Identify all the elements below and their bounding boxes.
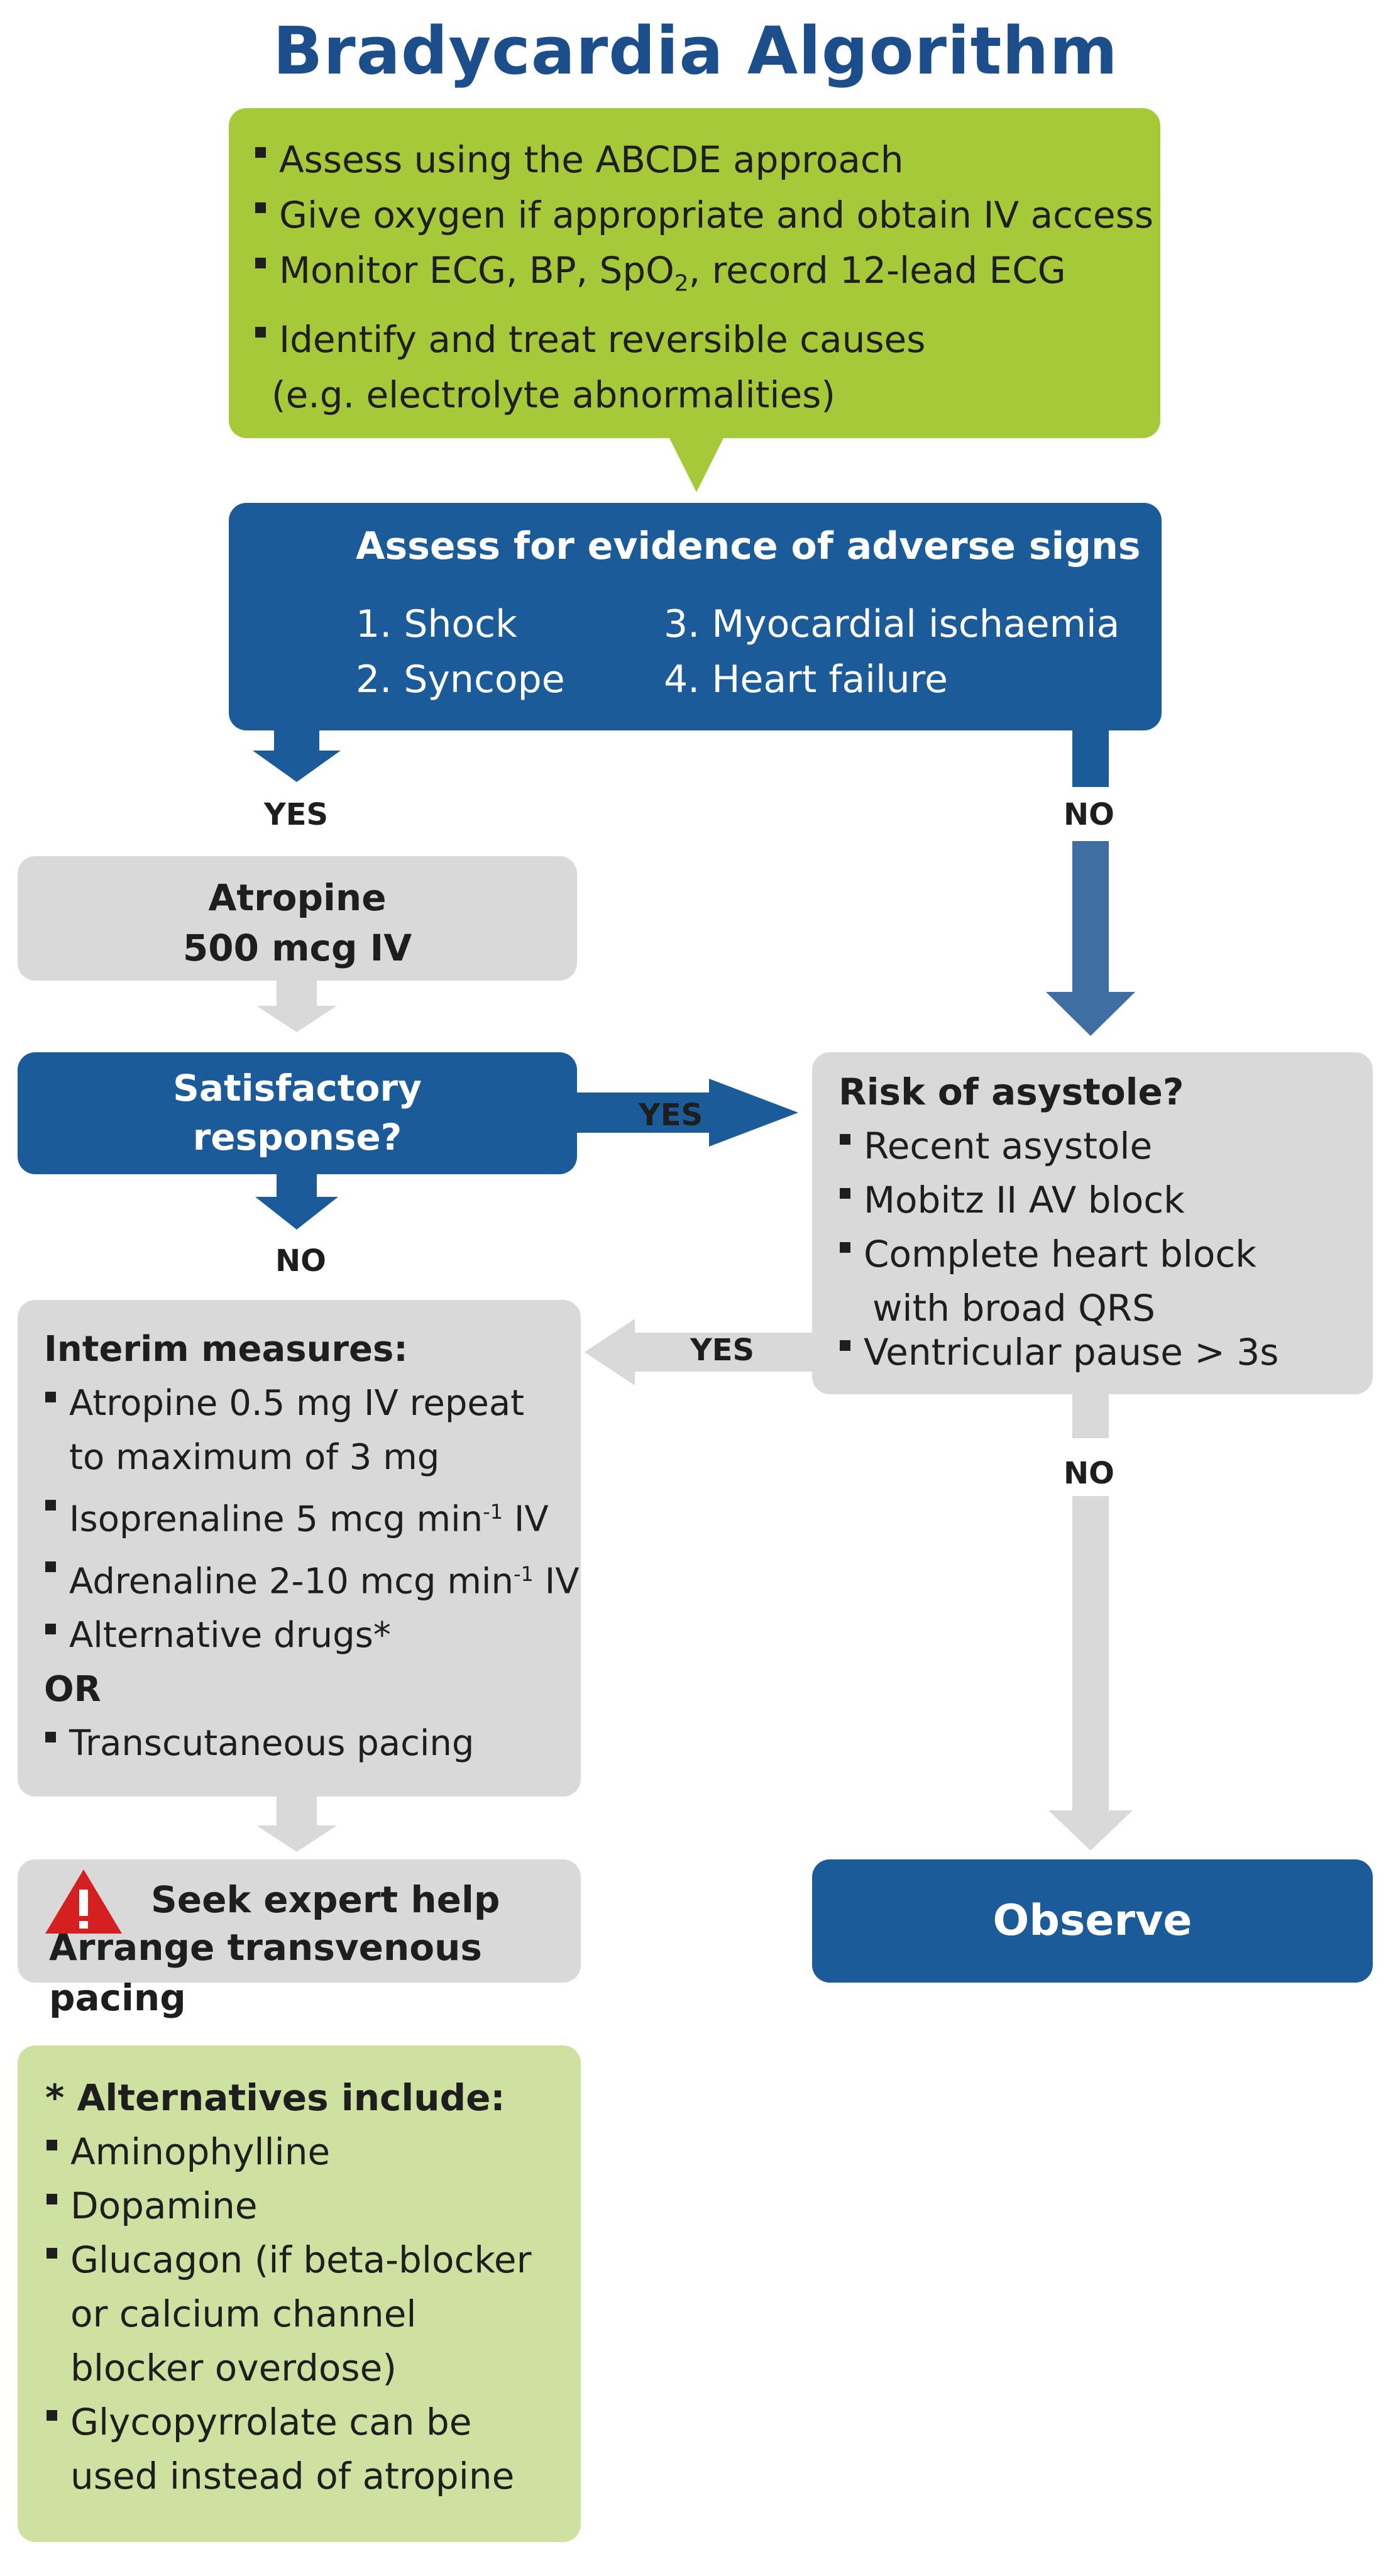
risk-heading: Risk of asystole? <box>838 1071 1184 1113</box>
sign-heart-failure: 4. Heart failure <box>664 658 948 702</box>
adrenaline-route: IV <box>533 1561 580 1602</box>
satisfactory-line1: Satisfactory <box>173 1067 422 1109</box>
list-item: Isoprenaline 5 mcg min-1 IV <box>44 1485 581 1547</box>
list-item: Give oxygen if appropriate and obtain IV… <box>254 187 1160 243</box>
list-item: Ventricular pause > 3s <box>838 1325 1279 1379</box>
interim-pacing-list: Transcutaneous pacing <box>44 1717 581 1771</box>
observe-label: Observe <box>992 1896 1192 1946</box>
list-item: Complete heart block <box>838 1227 1373 1281</box>
list-item: Assess using the ABCDE approach <box>254 132 1160 187</box>
sign-syncope: 2. Syncope <box>356 658 565 702</box>
arrow-yes-to-risk <box>709 1079 798 1147</box>
expert-line1: Seek expert help <box>151 1878 500 1921</box>
list-item: Transcutaneous pacing <box>44 1717 581 1771</box>
initial-assessment-list: Assess using the ABCDE approach Give oxy… <box>254 132 1160 367</box>
isoprenaline-route: IV <box>503 1499 549 1540</box>
risk-of-asystole-box: Risk of asystole? Recent asystole Mobitz… <box>812 1052 1373 1394</box>
atropine-label: Atropine <box>208 876 387 919</box>
monitor-tail: , record 12-lead ECG <box>688 249 1066 292</box>
adrenaline-text: Adrenaline 2-10 mcg min <box>69 1561 514 1602</box>
alternatives-list: Aminophylline Dopamine Glucagon (if beta… <box>45 2125 556 2503</box>
atropine-dose: 500 mcg IV <box>182 927 412 969</box>
arrow-risk-yes-stem <box>635 1333 817 1372</box>
arrow-atropine-to-satisfactory <box>256 981 337 1032</box>
isoprenaline-text: Isoprenaline 5 mcg min <box>69 1499 483 1540</box>
label-no-satisfactory: NO <box>275 1243 326 1279</box>
list-item: Atropine 0.5 mg IV repeat <box>44 1377 581 1431</box>
atropine-box: Atropine 500 mcg IV <box>18 856 577 981</box>
list-item: Mobitz II AV block <box>838 1173 1373 1227</box>
arrow-satisfactory-yes-stem <box>577 1093 709 1133</box>
arrow-interim-to-expert <box>256 1797 337 1852</box>
list-item: Adrenaline 2-10 mcg min-1 IV <box>44 1547 581 1609</box>
arrow-risk-no-stem <box>1072 1394 1109 1438</box>
interim-measures-box: Interim measures: Atropine 0.5 mg IV rep… <box>18 1300 581 1797</box>
interim-atropine-continuation: to maximum of 3 mg <box>69 1437 440 1478</box>
interim-heading: Interim measures: <box>44 1329 408 1370</box>
list-item: Recent asystole <box>838 1119 1373 1173</box>
adrenaline-superscript: -1 <box>513 1561 534 1586</box>
risk-list: Recent asystole Mobitz II AV block Compl… <box>838 1119 1373 1281</box>
arrow-yes-to-interim <box>585 1319 635 1385</box>
arrow-adverse-yes <box>253 729 341 782</box>
interim-list-continued: Isoprenaline 5 mcg min-1 IV Adrenaline 2… <box>44 1485 581 1663</box>
arrow-initial-to-adverse <box>669 437 724 492</box>
list-item: Monitor ECG, BP, SpO2, record 12-lead EC… <box>254 243 1160 312</box>
list-item: Glucagon (if beta-blocker or calcium cha… <box>45 2233 556 2395</box>
satisfactory-response-box: Satisfactory response? <box>18 1052 577 1174</box>
warning-icon <box>45 1869 122 1934</box>
page-title: Bradycardia Algorithm <box>273 13 1118 89</box>
label-no-risk: NO <box>1064 1456 1114 1491</box>
label-yes-satisfactory: YES <box>639 1098 703 1133</box>
arrow-no-to-risk <box>1046 841 1135 1036</box>
list-item: Alternative drugs* <box>44 1609 581 1663</box>
list-item: Identify and treat reversible causes <box>254 312 1160 367</box>
expert-line2: Arrange transvenous pacing <box>49 1926 482 2019</box>
alternatives-heading: * Alternatives include: <box>45 2076 505 2119</box>
adverse-heading: Assess for evidence of adverse signs <box>356 524 1141 568</box>
adverse-signs-box: Assess for evidence of adverse signs 1. … <box>229 503 1162 730</box>
label-yes-risk: YES <box>690 1333 755 1368</box>
list-item: Aminophylline <box>45 2125 556 2179</box>
spo2-subscript: 2 <box>674 270 689 297</box>
expert-help-box: Seek expert help Arrange transvenous pac… <box>18 1859 581 2019</box>
initial-assessment-box: Assess using the ABCDE approach Give oxy… <box>229 108 1160 438</box>
isoprenaline-superscript: -1 <box>483 1500 503 1524</box>
risk-continuation: with broad QRS <box>872 1287 1155 1329</box>
list-item: Glycopyrrolate can be used instead of at… <box>45 2395 556 2503</box>
list-item: Dopamine <box>45 2179 556 2233</box>
satisfactory-line2: response? <box>192 1116 402 1159</box>
label-yes-adverse: YES <box>264 797 329 832</box>
risk-list-last: Ventricular pause > 3s <box>838 1325 1279 1379</box>
label-no-adverse: NO <box>1064 797 1114 832</box>
observe-box: Observe <box>812 1859 1373 1983</box>
alternatives-box: * Alternatives include: Aminophylline Do… <box>18 2045 581 2542</box>
interim-list: Atropine 0.5 mg IV repeat <box>44 1377 581 1431</box>
arrow-adverse-no-stem <box>1072 729 1109 787</box>
risk-item-ventricular-pause: Ventricular pause > 3s <box>838 1325 1279 1379</box>
arrow-satisfactory-no <box>255 1174 338 1230</box>
initial-example-text: (e.g. electrolyte abnormalities) <box>272 373 835 416</box>
sign-myocardial-ischaemia: 3. Myocardial ischaemia <box>664 602 1120 646</box>
arrow-no-to-observe <box>1048 1496 1133 1851</box>
sign-shock: 1. Shock <box>356 602 517 646</box>
interim-or: OR <box>44 1669 101 1710</box>
monitor-text: Monitor ECG, BP, SpO <box>279 249 674 292</box>
